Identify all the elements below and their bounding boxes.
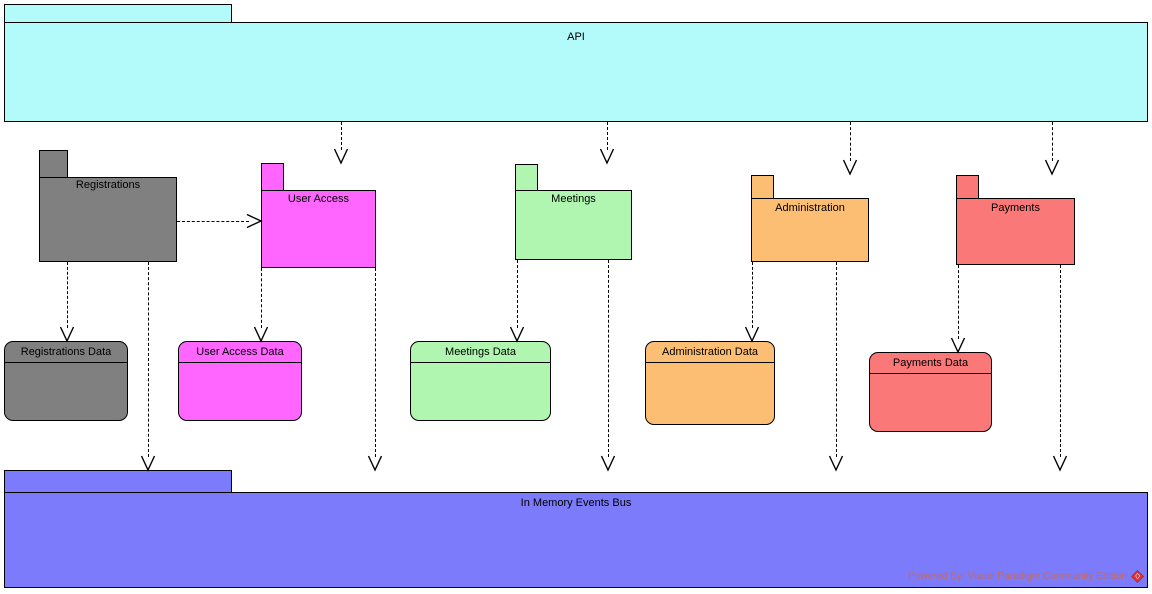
- connector-registrations-to-bus: [148, 262, 149, 457]
- connector-api-to-user-access: [341, 122, 342, 150]
- arrowhead-user-access-to-data: [252, 326, 270, 343]
- package-events-bus-tab: [4, 470, 232, 493]
- connector-payments-to-data: [958, 265, 959, 339]
- data-node-administration-data-header: Administration Data: [646, 342, 774, 363]
- package-user-access[interactable]: User Access: [261, 163, 376, 268]
- package-events-bus[interactable]: In Memory Events Bus: [4, 470, 1148, 588]
- package-events-bus-body: [4, 492, 1148, 588]
- watermark-text: Powered By: Visual Paradigm Community Ed…: [908, 571, 1127, 582]
- watermark: Powered By: Visual Paradigm Community Ed…: [908, 570, 1144, 583]
- data-node-payments-data-title: Payments Data: [892, 356, 969, 369]
- data-node-user-access-data-header: User Access Data: [179, 342, 301, 363]
- connector-registrations-to-data: [67, 262, 68, 328]
- data-node-registrations-data[interactable]: Registrations Data: [4, 341, 128, 421]
- arrowhead-api-to-meetings: [598, 148, 616, 165]
- package-meetings-tab: [515, 164, 538, 191]
- arrowhead-user-access-to-bus: [366, 455, 384, 472]
- connector-api-to-administration: [850, 122, 851, 161]
- data-node-meetings-data[interactable]: Meetings Data: [410, 341, 551, 421]
- package-payments-body: [956, 198, 1075, 265]
- connector-payments-to-bus: [1060, 265, 1061, 457]
- data-node-payments-data-header: Payments Data: [870, 353, 991, 374]
- data-node-administration-data[interactable]: Administration Data: [645, 341, 775, 425]
- arrowhead-api-to-payments: [1043, 159, 1061, 176]
- arrowhead-registrations-to-data: [58, 326, 76, 343]
- package-payments-label: Payments: [991, 202, 1040, 214]
- arrowhead-registrations-to-user-access: [246, 212, 263, 230]
- arrowhead-meetings-to-bus: [599, 455, 617, 472]
- connector-api-to-payments: [1052, 122, 1053, 161]
- visual-paradigm-logo-icon: [1130, 570, 1144, 583]
- connector-api-to-meetings: [607, 122, 608, 150]
- data-node-payments-data[interactable]: Payments Data: [869, 352, 992, 432]
- package-administration-body: [751, 198, 869, 262]
- package-meetings-body: [515, 190, 632, 260]
- package-payments[interactable]: Payments: [956, 175, 1075, 265]
- package-user-access-label: User Access: [287, 193, 350, 205]
- package-events-bus-label: In Memory Events Bus: [520, 497, 632, 509]
- package-api[interactable]: API: [4, 4, 1148, 122]
- arrowhead-payments-to-data: [949, 337, 967, 354]
- connector-user-access-to-bus: [375, 268, 376, 457]
- connector-registrations-to-user-access: [177, 221, 249, 222]
- data-node-meetings-data-title: Meetings Data: [445, 345, 516, 358]
- package-user-access-body: [261, 190, 376, 268]
- connector-meetings-to-bus: [608, 260, 609, 457]
- package-api-label: API: [567, 31, 585, 43]
- package-meetings-label: Meetings: [551, 193, 596, 205]
- data-node-user-access-data-title: User Access Data: [196, 345, 284, 358]
- connector-administration-to-data: [752, 262, 753, 328]
- data-node-registrations-data-title: Registrations Data: [20, 345, 112, 358]
- package-meetings[interactable]: Meetings: [515, 164, 632, 260]
- package-user-access-tab: [261, 163, 284, 191]
- package-payments-tab: [956, 175, 979, 199]
- data-node-registrations-data-header: Registrations Data: [5, 342, 127, 363]
- data-node-meetings-data-header: Meetings Data: [411, 342, 550, 363]
- arrowhead-api-to-user-access: [332, 148, 350, 165]
- arrowhead-meetings-to-data: [508, 326, 526, 343]
- data-node-administration-data-title: Administration Data: [662, 345, 758, 358]
- package-api-body: [4, 22, 1148, 122]
- arrowhead-administration-to-bus: [827, 455, 845, 472]
- arrowhead-registrations-to-bus: [139, 455, 157, 472]
- arrowhead-api-to-administration: [841, 159, 859, 176]
- package-administration-label: Administration: [775, 202, 845, 214]
- package-registrations[interactable]: Registrations: [39, 150, 177, 262]
- package-registrations-body: [39, 177, 177, 262]
- package-registrations-label: Registrations: [75, 179, 141, 191]
- package-api-tab: [4, 4, 232, 23]
- connector-administration-to-bus: [836, 262, 837, 457]
- package-administration-tab: [751, 175, 774, 199]
- package-registrations-tab: [39, 150, 68, 178]
- arrowhead-payments-to-bus: [1051, 455, 1069, 472]
- data-node-user-access-data[interactable]: User Access Data: [178, 341, 302, 421]
- connector-user-access-to-data: [261, 268, 262, 328]
- package-administration[interactable]: Administration: [751, 175, 869, 262]
- connector-meetings-to-data: [517, 260, 518, 328]
- arrowhead-administration-to-data: [743, 326, 761, 343]
